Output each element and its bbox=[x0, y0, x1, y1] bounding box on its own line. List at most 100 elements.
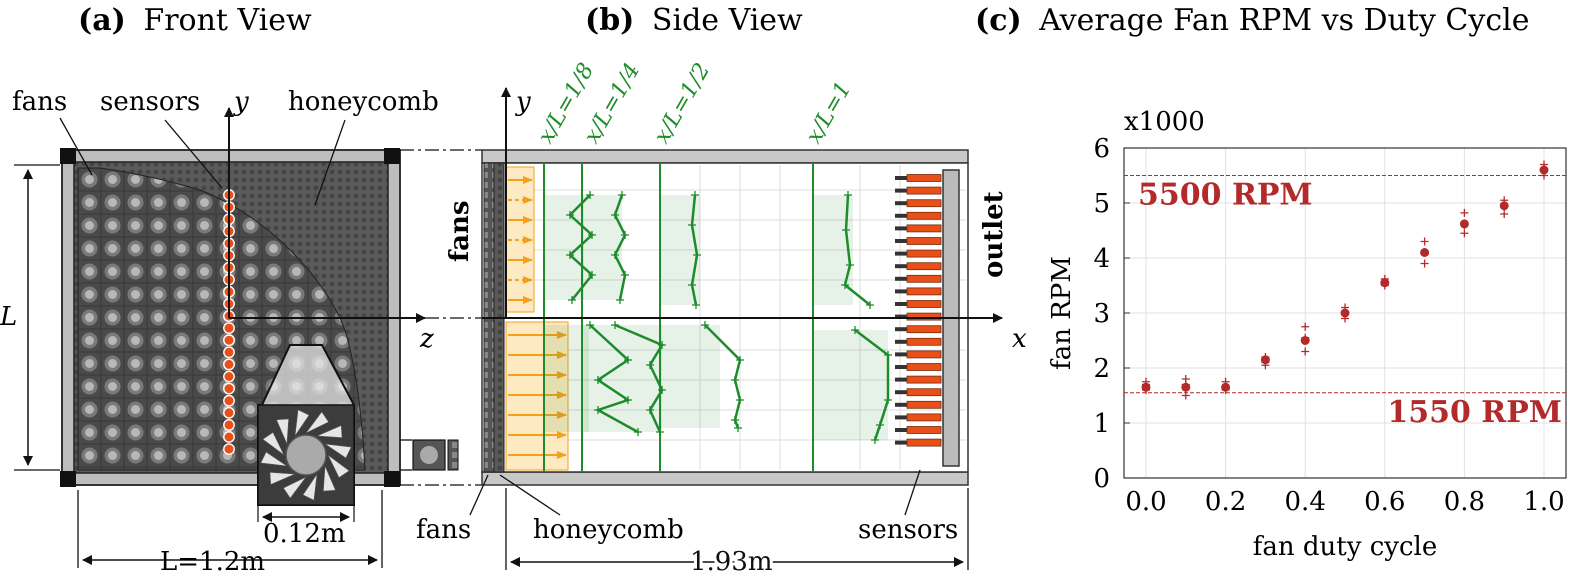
side-outlet-label: outlet bbox=[979, 191, 1009, 278]
corner-block bbox=[384, 471, 400, 487]
velocity-profile bbox=[614, 323, 664, 433]
profile-point bbox=[736, 356, 744, 364]
profile-point bbox=[876, 421, 884, 429]
profile-shading bbox=[813, 330, 888, 440]
panel-a-title: Front View bbox=[143, 3, 312, 38]
rake-sensor bbox=[906, 388, 942, 397]
profile-point bbox=[851, 326, 859, 334]
rake-sensor bbox=[906, 413, 942, 422]
data-point-sample bbox=[1181, 391, 1190, 400]
fan-blade bbox=[322, 465, 336, 492]
fan-blade bbox=[262, 431, 285, 456]
y-tick-label: 5 bbox=[1093, 189, 1110, 219]
profile-point bbox=[884, 396, 892, 404]
profile-point bbox=[618, 191, 626, 199]
x-tick-label: 0.6 bbox=[1364, 487, 1405, 517]
corner-block bbox=[60, 148, 76, 164]
side-fans-label: fans bbox=[445, 200, 475, 262]
reference-label: 1550 RPM bbox=[1387, 395, 1562, 430]
sensor-dot bbox=[223, 370, 235, 383]
svg-text:(c) Average Fan RPM vs D: (c) Average Fan RPM vs Duty Cycle bbox=[975, 3, 1529, 38]
profile-point bbox=[701, 321, 709, 329]
rake-sensor bbox=[906, 186, 942, 195]
reference-label: 5500 RPM bbox=[1138, 178, 1313, 213]
y-tick-label: 1 bbox=[1093, 409, 1110, 439]
data-point-sample bbox=[1301, 347, 1310, 356]
data-point-sample bbox=[1142, 380, 1150, 389]
front-sensors-label: sensors bbox=[100, 87, 200, 117]
side-fans-bottom-label: fans bbox=[416, 515, 471, 545]
panel-c-title: Average Fan RPM vs Duty Cycle bbox=[1038, 3, 1529, 38]
rake-sensor bbox=[906, 438, 942, 447]
sensor-dot bbox=[223, 418, 235, 431]
x-tick-label: 0.2 bbox=[1205, 487, 1246, 517]
profile-point bbox=[871, 436, 879, 444]
profile-point bbox=[566, 251, 574, 259]
y-tick-label: 0 bbox=[1093, 464, 1110, 494]
profile-point bbox=[588, 271, 596, 279]
data-point-sample bbox=[1301, 333, 1310, 342]
fan-blade bbox=[302, 473, 318, 501]
leader-line bbox=[314, 119, 346, 206]
data-point-sample bbox=[1460, 208, 1469, 217]
rake-sensor bbox=[906, 300, 942, 308]
svg-text:(b) Side View: (b) Side View bbox=[585, 3, 803, 38]
profile-point bbox=[616, 296, 624, 304]
x-tick-label: 0.8 bbox=[1444, 487, 1485, 517]
profile-point bbox=[731, 376, 739, 384]
sensor-dot bbox=[223, 382, 235, 395]
profile-shading bbox=[582, 325, 662, 432]
inflow-arrows bbox=[508, 176, 567, 459]
front-fans-label: fans bbox=[12, 87, 67, 117]
profile-point bbox=[586, 191, 594, 199]
profile-point bbox=[736, 396, 744, 404]
rake-sensor bbox=[906, 211, 942, 220]
profile-point bbox=[621, 231, 629, 239]
profile-point bbox=[586, 321, 594, 329]
front-honeycomb-label: honeycomb bbox=[288, 87, 439, 117]
data-point-sample bbox=[1420, 248, 1429, 257]
data-point-sample bbox=[1420, 259, 1429, 268]
profile-point bbox=[566, 211, 574, 219]
front-width-label: L=1.2m bbox=[160, 547, 265, 577]
profile-point bbox=[611, 321, 619, 329]
rake-sensor bbox=[906, 287, 942, 296]
svg-text:(a) Front View: (a) Front View bbox=[78, 3, 312, 38]
profile-point bbox=[734, 424, 742, 432]
profile-point bbox=[693, 251, 701, 259]
fan-blade bbox=[327, 454, 350, 479]
rake-sensor bbox=[906, 363, 942, 371]
data-point-sample bbox=[1540, 166, 1548, 174]
panel-b: (b) Side View x/L=1/8 x/L=1/4 x/L=1/2 x/… bbox=[416, 3, 1027, 577]
tunnel-top-wall bbox=[481, 149, 969, 164]
profile-point bbox=[646, 361, 654, 369]
y-tick-label: 4 bbox=[1093, 244, 1110, 274]
fan-blade bbox=[269, 471, 296, 485]
panel-b-title: Side View bbox=[652, 3, 803, 38]
profile-point bbox=[731, 416, 739, 424]
sensor-dot bbox=[223, 406, 235, 419]
fan-blade bbox=[305, 411, 330, 434]
rake-sensor bbox=[906, 199, 942, 208]
front-y-label: y bbox=[233, 87, 249, 117]
sensor-dot bbox=[223, 334, 235, 347]
panel-c-letter: (c) bbox=[975, 3, 1022, 38]
fan-blade bbox=[282, 476, 307, 499]
y-tick-label: 2 bbox=[1093, 354, 1110, 384]
profile-point bbox=[594, 376, 602, 384]
profile-point bbox=[611, 211, 619, 219]
rake-sensor bbox=[906, 426, 942, 434]
panel-b-letter: (b) bbox=[585, 3, 634, 38]
profile-point bbox=[568, 296, 576, 304]
panel-c: (c) Average Fan RPM vs Duty Cycle 012345… bbox=[975, 3, 1567, 562]
sensor-dot bbox=[223, 358, 235, 371]
sensor-dot bbox=[223, 346, 235, 359]
leader-line bbox=[904, 469, 921, 516]
leader-line bbox=[59, 117, 93, 176]
corner-block bbox=[384, 148, 400, 164]
profile-point bbox=[846, 261, 854, 269]
data-point-sample bbox=[1341, 309, 1349, 317]
y-tick-label: 6 bbox=[1093, 134, 1110, 164]
profile-point bbox=[866, 301, 874, 309]
